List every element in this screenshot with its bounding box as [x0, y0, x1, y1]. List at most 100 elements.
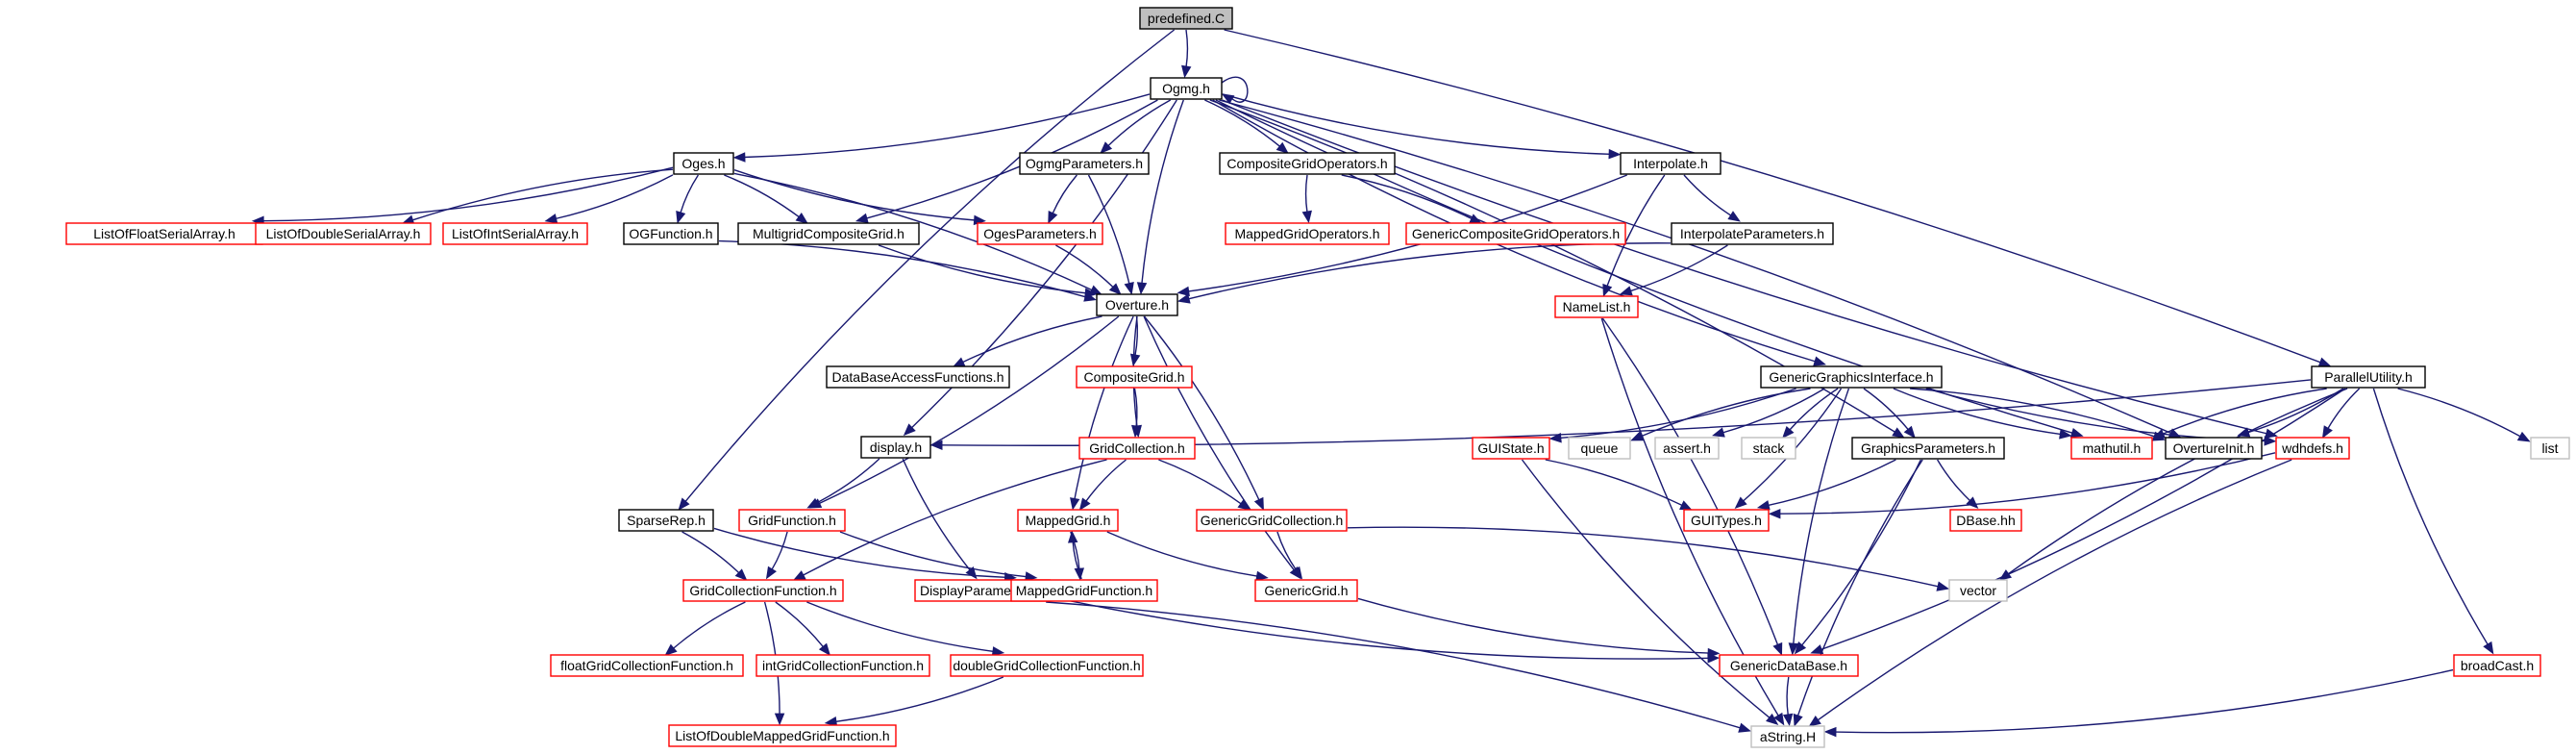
node-label: GraphicsParameters.h: [1861, 440, 1995, 456]
node-label: DataBaseAccessFunctions.h: [832, 369, 1004, 385]
include-edge-GraphicsParameters-to-GenericDataBase: [1794, 459, 1921, 655]
include-edge-GenericGrid-to-GenericDataBase: [1357, 597, 1721, 659]
node-gridcollection[interactable]: GridCollection.h: [1078, 437, 1196, 460]
node-box: [2275, 437, 2350, 460]
node-wdhdefs[interactable]: wdhdefs.h: [2275, 437, 2350, 460]
node-listofdoublemappedgridfunction[interactable]: ListOfDoubleMappedGridFunction.h: [668, 724, 897, 747]
node-ogmgparameters[interactable]: OgmgParameters.h: [1019, 152, 1150, 175]
node-intgridcollectionfunction[interactable]: intGridCollectionFunction.h: [755, 654, 930, 677]
node-parallelutility[interactable]: ParallelUtility.h: [2311, 365, 2426, 389]
include-edge-predefined-to-ParallelUtility: [1224, 29, 2332, 367]
node-genericgraphicsinterface[interactable]: GenericGraphicsInterface.h: [1760, 365, 1943, 389]
node-listofintserialarray[interactable]: ListOfIntSerialArray.h: [442, 222, 588, 245]
node-graphicsparameters[interactable]: GraphicsParameters.h: [1851, 437, 2005, 460]
include-edge-Ogmg-to-Oges: [732, 93, 1151, 163]
node-interpolate[interactable]: Interpolate.h: [1620, 152, 1721, 175]
include-edge-OgmgParameters-to-Overture: [1087, 174, 1134, 295]
node-label: display.h: [870, 440, 922, 455]
node-floatgridcollectionfunction[interactable]: floatGridCollectionFunction.h: [550, 654, 744, 677]
node-label: NameList.h: [1563, 299, 1631, 314]
node-list: list: [2530, 437, 2570, 460]
node-listoffloatserialarray[interactable]: ListOfFloatSerialArray.h: [65, 222, 263, 245]
node-listofdoubleserialarray[interactable]: ListOfDoubleSerialArray.h: [255, 222, 432, 245]
include-edge-Ogmg-to-Overture: [1136, 99, 1184, 295]
node-box: [1620, 152, 1721, 175]
node-ogmg[interactable]: Ogmg.h: [1150, 77, 1223, 100]
node-label: wdhdefs.h: [2281, 440, 2343, 456]
include-edge-OgmgParameters-to-OgesParameters: [1048, 174, 1077, 224]
include-edge-GraphicsParameters-to-aString: [1793, 459, 1923, 727]
node-guitypes[interactable]: GUITypes.h: [1683, 509, 1770, 532]
node-box: [1139, 7, 1233, 30]
include-edge-ParallelUtility-to-GenericDataBase: [1810, 388, 2346, 655]
node-box: [442, 222, 588, 245]
node-box: [1851, 437, 2005, 460]
node-box: [1254, 579, 1358, 602]
node-dbase[interactable]: DBase.hh: [1949, 509, 2022, 532]
include-edge-Oges-to-MultigridCompositeGrid: [724, 174, 808, 224]
include-edge-DisplayParameters-to-GenericDataBase: [1050, 595, 1721, 664]
node-box: [737, 222, 920, 245]
node-doublegridcollectionfunction[interactable]: doubleGridCollectionFunction.h: [950, 654, 1144, 677]
node-box: [1683, 509, 1770, 532]
include-edge-broadCast-to-aString: [1823, 668, 2454, 738]
node-oges[interactable]: Oges.h: [673, 152, 734, 175]
node-multigridcompositegrid[interactable]: MultigridCompositeGrid.h: [737, 222, 920, 245]
node-box: [1750, 725, 1825, 748]
node-ogfunction[interactable]: OGFunction.h: [623, 222, 719, 245]
node-mappedgrid[interactable]: MappedGrid.h: [1017, 509, 1119, 532]
graph-edges: [251, 29, 2531, 738]
node-overtureinit[interactable]: OvertureInit.h: [2165, 437, 2263, 460]
node-guistate[interactable]: GUIState.h: [1472, 437, 1550, 460]
node-compositegrid[interactable]: CompositeGrid.h: [1076, 365, 1193, 389]
node-gridfunction[interactable]: GridFunction.h: [738, 509, 846, 532]
include-edge-Oges-to-ListOfIntSerialArray: [544, 174, 674, 224]
node-box: [1554, 295, 1639, 318]
node-genericcompositegridoperators[interactable]: GenericCompositeGridOperators.h: [1405, 222, 1626, 245]
node-databaseaccessfunctions[interactable]: DataBaseAccessFunctions.h: [826, 365, 1010, 389]
include-edge-GenericGraphicsInterface-to-queue: [1630, 388, 1811, 441]
node-box: [2530, 437, 2570, 460]
node-mathutil[interactable]: mathutil.h: [2070, 437, 2153, 460]
node-box: [1019, 152, 1150, 175]
node-label: broadCast.h: [2461, 658, 2534, 673]
node-mappedgridfunction[interactable]: MappedGridFunction.h: [1010, 579, 1158, 602]
include-edge-ParallelUtility-to-broadCast: [2372, 388, 2494, 655]
node-label: GUITypes.h: [1691, 513, 1762, 528]
node-broadcast[interactable]: broadCast.h: [2453, 654, 2541, 677]
node-genericdatabase[interactable]: GenericDataBase.h: [1719, 654, 1859, 677]
node-overture[interactable]: Overture.h: [1096, 293, 1178, 316]
node-label: GUIState.h: [1477, 440, 1544, 456]
node-label: doubleGridCollectionFunction.h: [953, 658, 1140, 673]
include-edge-Interpolate-to-InterpolateParameters: [1683, 174, 1741, 222]
node-vector: vector: [1948, 579, 2008, 602]
include-edge-GenericDataBase-to-aString: [1782, 676, 1794, 727]
node-box: [2453, 654, 2541, 677]
include-edge-CompositeGridOperators-to-MappedGridOperators: [1301, 174, 1312, 224]
include-edge-CompositeGridOperators-to-GenericCompositeGridOperators: [1341, 174, 1482, 224]
node-box: [255, 222, 432, 245]
node-box: [1196, 509, 1348, 532]
include-edge-GenericGraphicsInterface-to-GenericDataBase: [1788, 388, 1850, 656]
node-predefined: predefined.C: [1139, 7, 1233, 30]
node-compositegridoperators[interactable]: CompositeGridOperators.h: [1219, 152, 1396, 175]
node-genericgridcollection[interactable]: GenericGridCollection.h: [1196, 509, 1348, 532]
node-interpolateparameters[interactable]: InterpolateParameters.h: [1671, 222, 1834, 245]
node-display[interactable]: display.h: [860, 436, 931, 459]
include-edge-Overture-to-GenericGridCollection: [1143, 315, 1264, 511]
node-mappedgridoperators[interactable]: MappedGridOperators.h: [1225, 222, 1390, 245]
include-edge-GridFunction-to-GridCollectionFunction: [765, 531, 788, 580]
node-gridcollectionfunction[interactable]: GridCollectionFunction.h: [682, 579, 844, 602]
node-namelist[interactable]: NameList.h: [1554, 295, 1639, 318]
node-sparserep[interactable]: SparseRep.h: [618, 509, 714, 532]
include-edge-MappedGrid-to-GenericGrid: [1106, 531, 1269, 582]
node-label: MappedGridOperators.h: [1235, 226, 1380, 241]
node-ogesparameters[interactable]: OgesParameters.h: [977, 222, 1103, 245]
node-label: OgesParameters.h: [983, 226, 1097, 241]
node-genericgrid[interactable]: GenericGrid.h: [1254, 579, 1358, 602]
node-label: MappedGrid.h: [1026, 513, 1111, 528]
node-label: OGFunction.h: [629, 226, 712, 241]
node-box: [618, 509, 714, 532]
node-label: Overture.h: [1105, 297, 1169, 313]
